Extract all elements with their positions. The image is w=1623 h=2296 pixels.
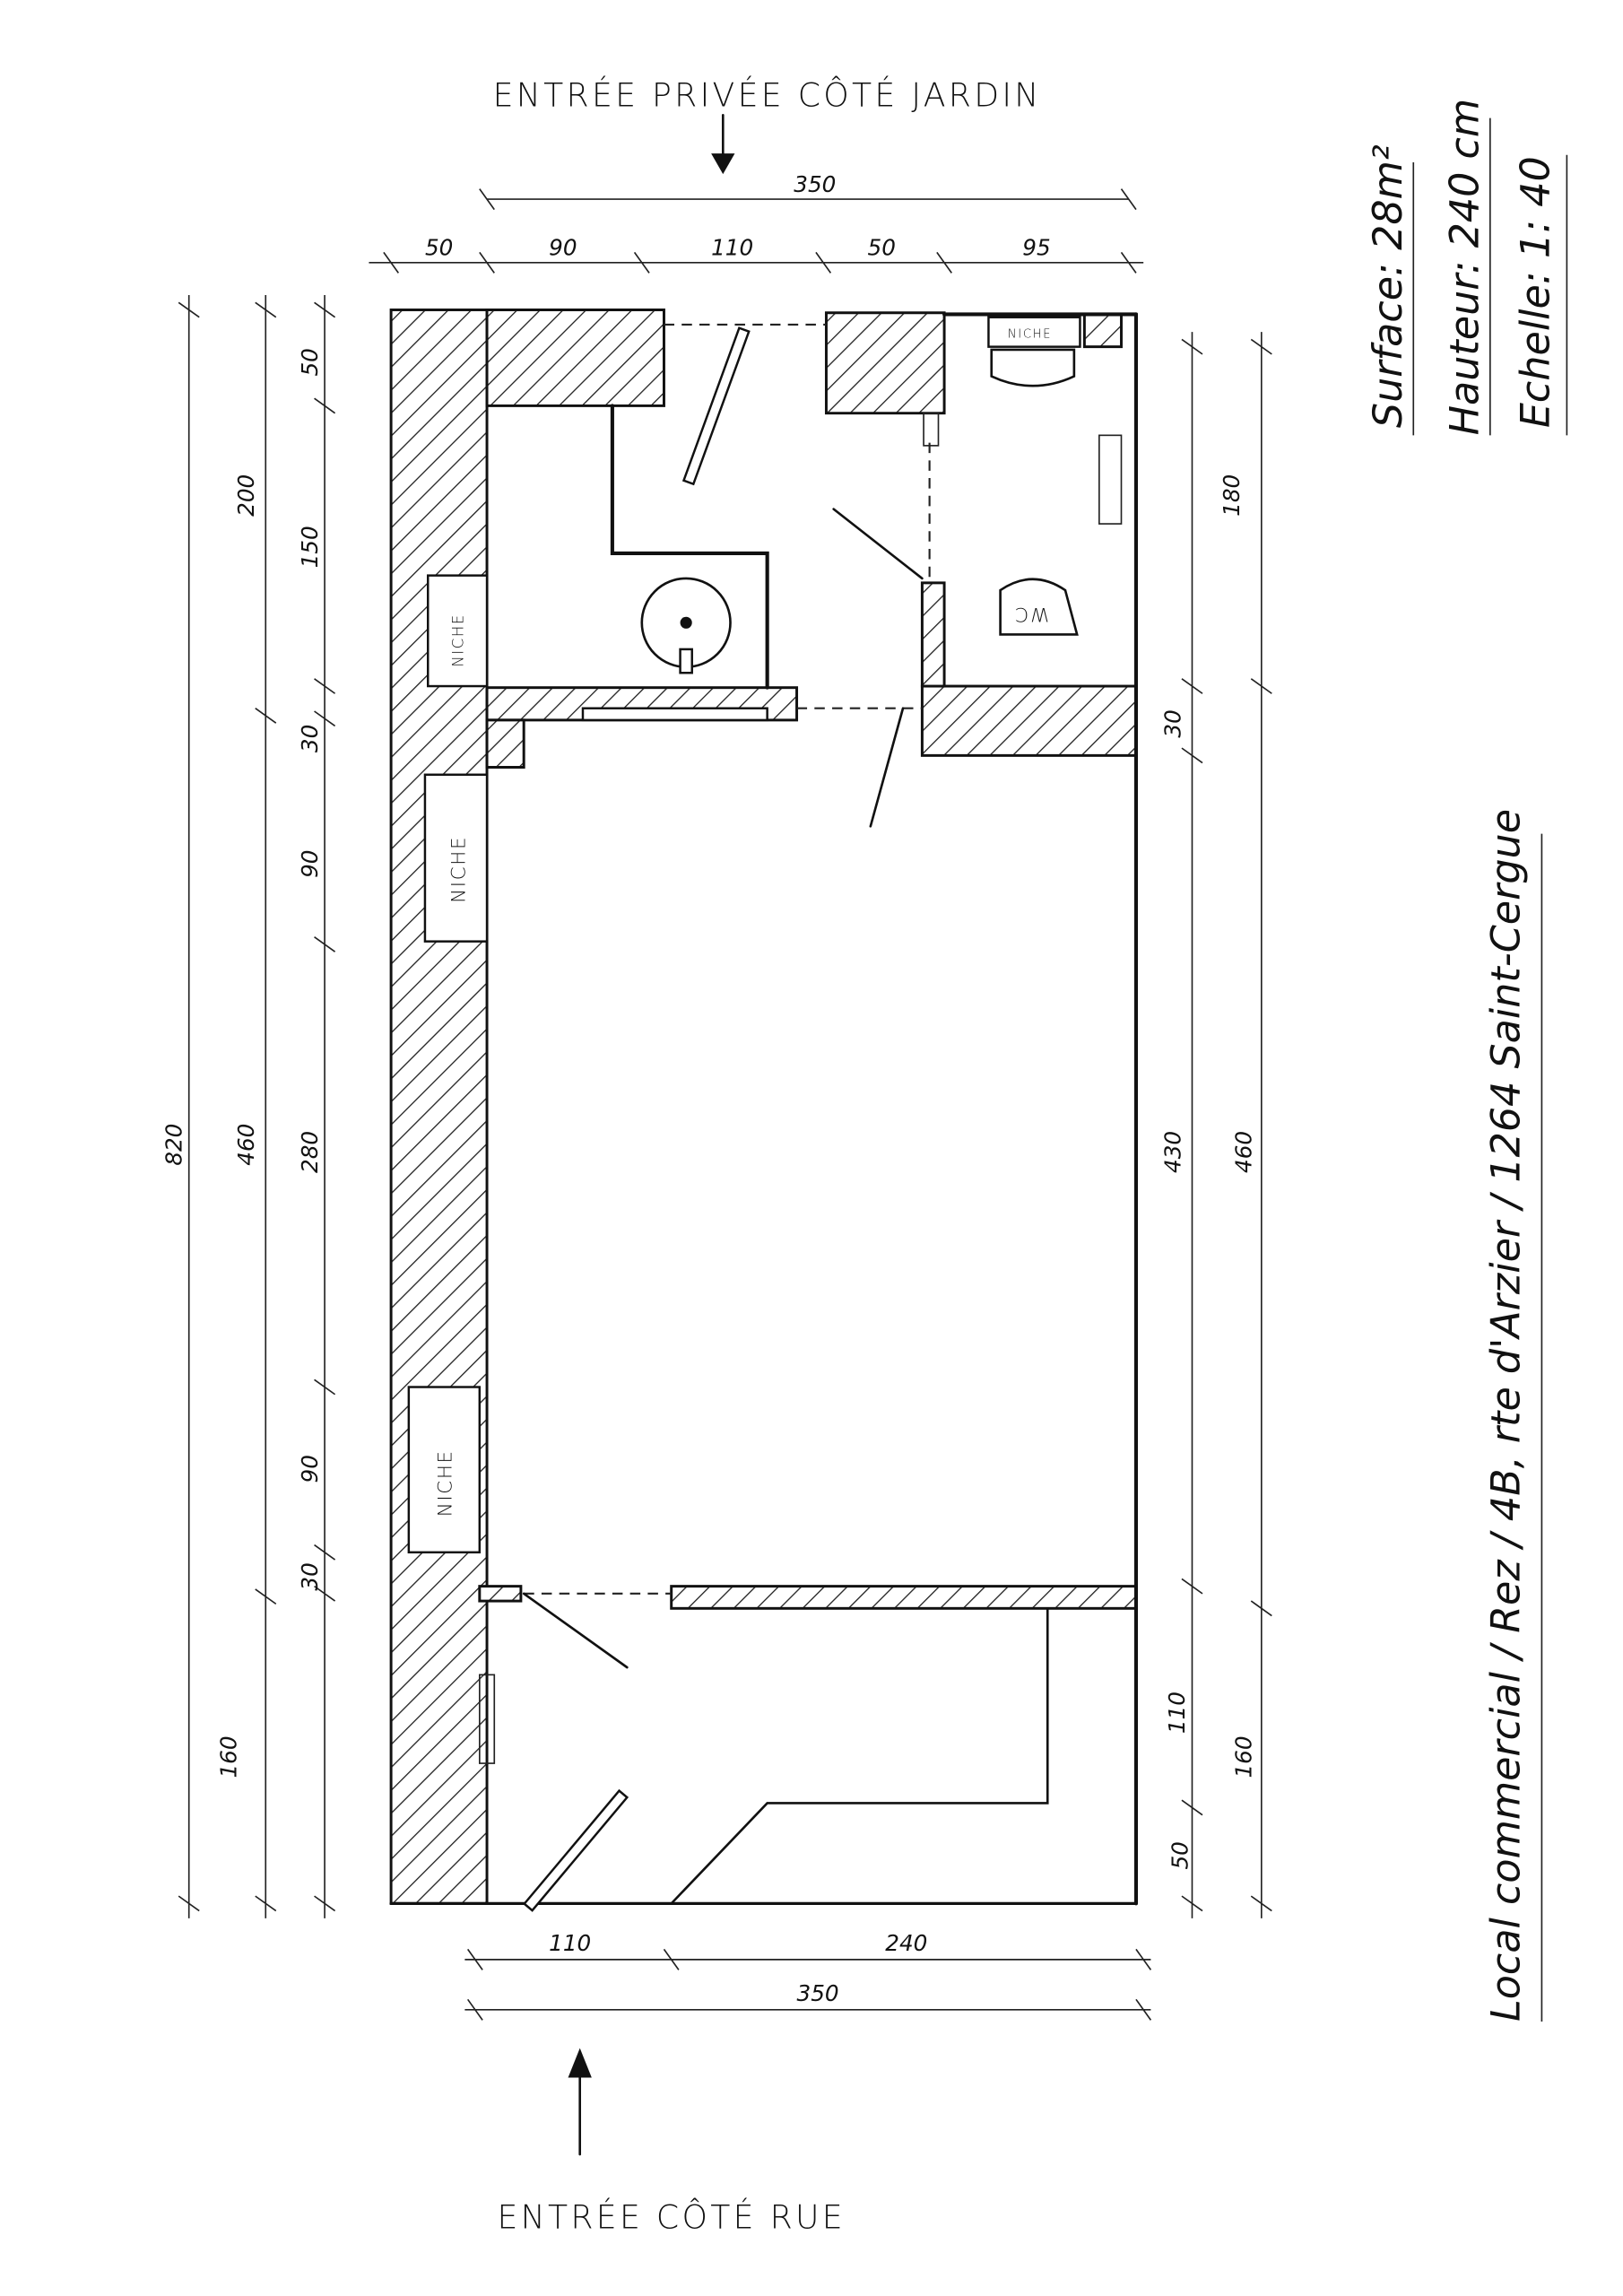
dim-bottom: 240 — [885, 1930, 927, 1956]
svg-text:WC: WC — [1014, 603, 1049, 625]
dim-left: 200 — [233, 474, 259, 517]
dim-right-inner: 430 — [1159, 1131, 1185, 1173]
dimension-labels: 350 50 90 110 50 95 820 200 460 160 50 1… — [161, 171, 1256, 2006]
dim-left-inner: 90 — [297, 1455, 323, 1483]
dim-left-inner: 30 — [297, 1562, 323, 1590]
dim-top: 110 — [711, 235, 753, 261]
garden-entrance-label: ENTRÉE PRIVÉE CÔTÉ JARDIN — [493, 75, 1042, 114]
address-label: Local commercial / Rez / 4B, rte d'Arzie… — [1484, 809, 1530, 2022]
dim-left-total: 820 — [161, 1124, 187, 1166]
niche-3: NICHE — [407, 1386, 482, 1554]
info-block: Surface: 28m² Hauteur: 240 cm Echelle: 1… — [1366, 99, 1568, 436]
street-entrance-label: ENTRÉE CÔTÉ RUE — [497, 2197, 845, 2236]
shower-enclosure — [610, 404, 769, 690]
dim-top: 50 — [425, 235, 453, 261]
street-entrance-arrow-icon — [568, 2048, 592, 2156]
dim-top: 95 — [1022, 235, 1050, 261]
scale-info: Echelle: 1: 40 — [1514, 156, 1559, 428]
dim-top: 50 — [868, 235, 896, 261]
shower-icon — [640, 577, 732, 674]
dim-left-inner: 50 — [297, 348, 323, 376]
dim-bottom-total: 350 — [797, 1980, 839, 2006]
dim-left-inner: 150 — [297, 526, 323, 568]
wc-icon: WC — [999, 578, 1079, 636]
garden-entrance-arrow-icon — [711, 114, 735, 175]
dim-left: 160 — [215, 1735, 241, 1778]
dim-left-inner: 280 — [297, 1131, 323, 1173]
niche-1: NICHE — [427, 574, 489, 688]
dim-right-inner: 50 — [1167, 1841, 1193, 1869]
dim-right-inner: 30 — [1159, 709, 1185, 737]
dim-right-inner: 180 — [1219, 474, 1245, 517]
dim-left-inner: 90 — [297, 850, 323, 878]
doors — [522, 323, 931, 1912]
surface-info: Surface: 28m² — [1366, 144, 1411, 428]
dim-right-outer: 160 — [1230, 1735, 1256, 1778]
dim-right-inner: 110 — [1164, 1692, 1190, 1734]
dim-left-inner: 30 — [297, 725, 323, 752]
svg-text:NICHE: NICHE — [1008, 328, 1052, 342]
dim-bottom: 110 — [549, 1930, 591, 1956]
svg-text:NICHE: NICHE — [435, 1449, 457, 1517]
radiator-icon — [478, 1674, 496, 1764]
svg-text:NICHE: NICHE — [450, 613, 467, 667]
dim-right-outer: 460 — [1230, 1131, 1256, 1173]
niche-bathroom: NICHE — [987, 316, 1081, 348]
radiator-small-icon — [923, 412, 940, 447]
walls — [389, 309, 1139, 1906]
washbasin-icon — [990, 348, 1076, 387]
svg-text:NICHE: NICHE — [447, 836, 470, 903]
dim-top-total: 350 — [794, 171, 836, 197]
height-info: Hauteur: 240 cm — [1443, 99, 1488, 436]
niche-2: NICHE — [423, 773, 489, 943]
dim-left: 460 — [233, 1124, 259, 1166]
towel-radiator-icon — [1098, 434, 1123, 525]
dimension-lines — [178, 188, 1272, 2021]
dim-top: 90 — [549, 235, 577, 261]
counter — [670, 1607, 1049, 1905]
